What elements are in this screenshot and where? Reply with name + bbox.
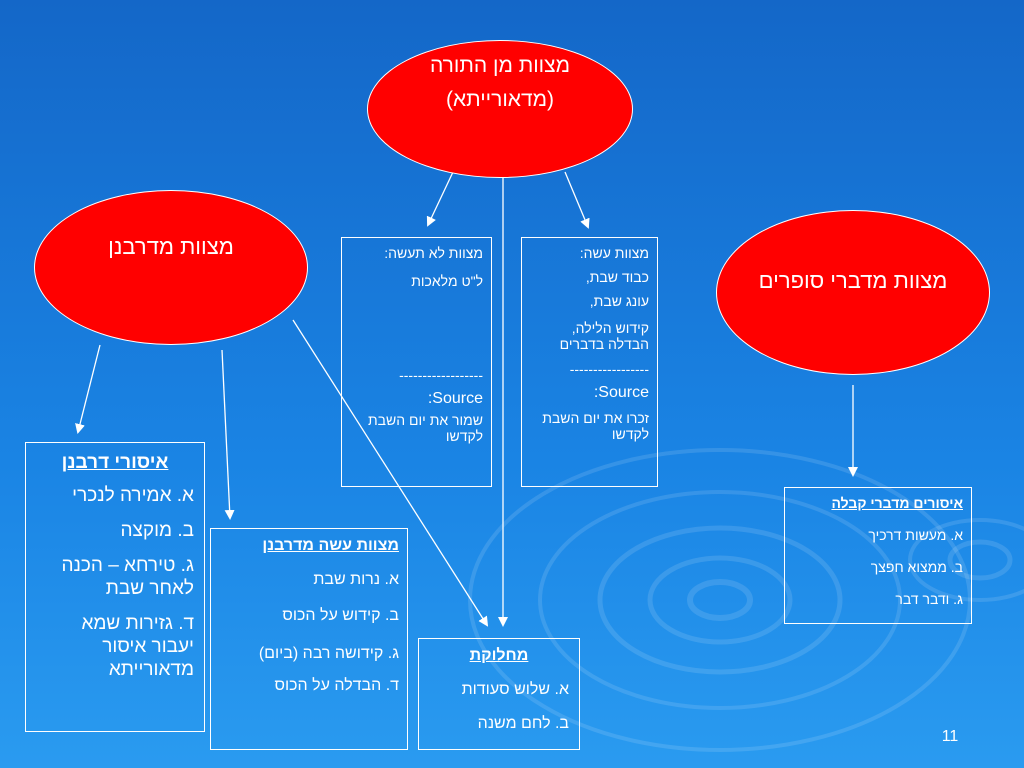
torah-ellipse-line2: (מדאורייתא) — [445, 87, 555, 111]
aseh-item-3: קידוש הלילה, הבדלה בדברים — [559, 320, 649, 352]
scribes-commandments-ellipse: מצוות מדברי סופרים — [716, 210, 990, 375]
arrow-derabanan-to-issurim — [75, 344, 101, 434]
aseh-source-text: זכרו את יום השבת לקדשו — [542, 410, 649, 442]
arrow-torah-to-lo-taaseh — [426, 171, 454, 227]
torah-ellipse-line1: מצוות מן התורה — [429, 54, 571, 77]
dispute-title: מחלוקת — [469, 647, 529, 664]
dispute-item: ב. לחם משנה — [477, 715, 569, 732]
kabbalah-prohibitions-title: איסורים מדברי קבלה — [831, 495, 963, 511]
rabbinic-positive-item: ג. קידושה רבה (ביום) — [258, 645, 399, 662]
rabbinic-positive-item: ב. קידוש על הכוס — [282, 607, 399, 624]
rabbinic-ellipse-label: מצוות מדרבנן — [108, 234, 234, 259]
positive-commandments-box: מצוות עשה: כבוד שבת, עונג שבת, קידוש הלי… — [521, 237, 658, 487]
rabbinic-prohibition-item: ד. גזירות שמא יעבור איסור מדאורייתא — [81, 613, 194, 680]
rabbinic-positive-title: מצוות עשה מדרבנן — [262, 537, 399, 554]
arrow-torah-to-aseh — [564, 171, 590, 229]
rabbinic-positive-item: ד. הבדלה על הכוס — [274, 677, 400, 694]
aseh-divider: ----------------- — [569, 361, 649, 377]
rabbinic-prohibition-item: ב. מוקצה — [120, 520, 194, 541]
lo-taaseh-source-text: שמור את יום השבת לקדשו — [368, 412, 483, 444]
rabbinic-commandments-ellipse: מצוות מדרבנן — [34, 190, 308, 345]
scribes-ellipse-label: מצוות מדברי סופרים — [758, 268, 948, 293]
aseh-heading: מצוות עשה: — [579, 245, 649, 261]
kabbalah-prohibitions-box: איסורים מדברי קבלה א. מעשות דרכיך ב. ממצ… — [784, 487, 972, 624]
dispute-item: א. שלוש סעודות — [461, 681, 569, 698]
aseh-item-1: כבוד שבת, — [585, 269, 649, 285]
dispute-box: מחלוקת א. שלוש סעודות ב. לחם משנה — [418, 638, 580, 750]
rabbinic-prohibitions-box: איסורי דרבנן א. אמירה לנכרי ב. מוקצה ג. … — [25, 442, 205, 732]
aseh-source-label: Source: — [593, 384, 649, 401]
kabbalah-prohibition-item: ב. ממצוא חפצך — [870, 559, 963, 575]
lo-taaseh-source-label: Source: — [427, 390, 483, 407]
rabbinic-positive-item: א. נרות שבת — [313, 571, 399, 588]
rabbinic-prohibitions-title: איסורי דרבנן — [61, 452, 169, 473]
lo-taaseh-item: ל"ט מלאכות — [411, 273, 483, 289]
negative-commandments-box: מצוות לא תעשה: ל"ט מלאכות --------------… — [341, 237, 492, 487]
rabbinic-positive-commandments-box: מצוות עשה מדרבנן א. נרות שבת ב. קידוש על… — [210, 528, 408, 750]
torah-commandments-ellipse: מצוות מן התורה (מדאורייתא) — [367, 40, 633, 178]
rabbinic-prohibition-item: א. אמירה לנכרי — [72, 485, 194, 506]
lo-taaseh-heading: מצוות לא תעשה: — [384, 245, 483, 261]
rabbinic-prohibition-item: ג. טירחא – הכנה לאחר שבת — [61, 555, 194, 599]
aseh-item-2: עונג שבת, — [589, 293, 649, 309]
slide-number: 11 — [941, 728, 959, 745]
lo-taaseh-divider: ------------------ — [399, 367, 483, 383]
kabbalah-prohibition-item: א. מעשות דרכיך — [868, 527, 963, 543]
arrow-derabanan-to-aseh-derabanan — [221, 349, 235, 520]
kabbalah-prohibition-item: ג. ודבר דבר — [895, 591, 963, 607]
